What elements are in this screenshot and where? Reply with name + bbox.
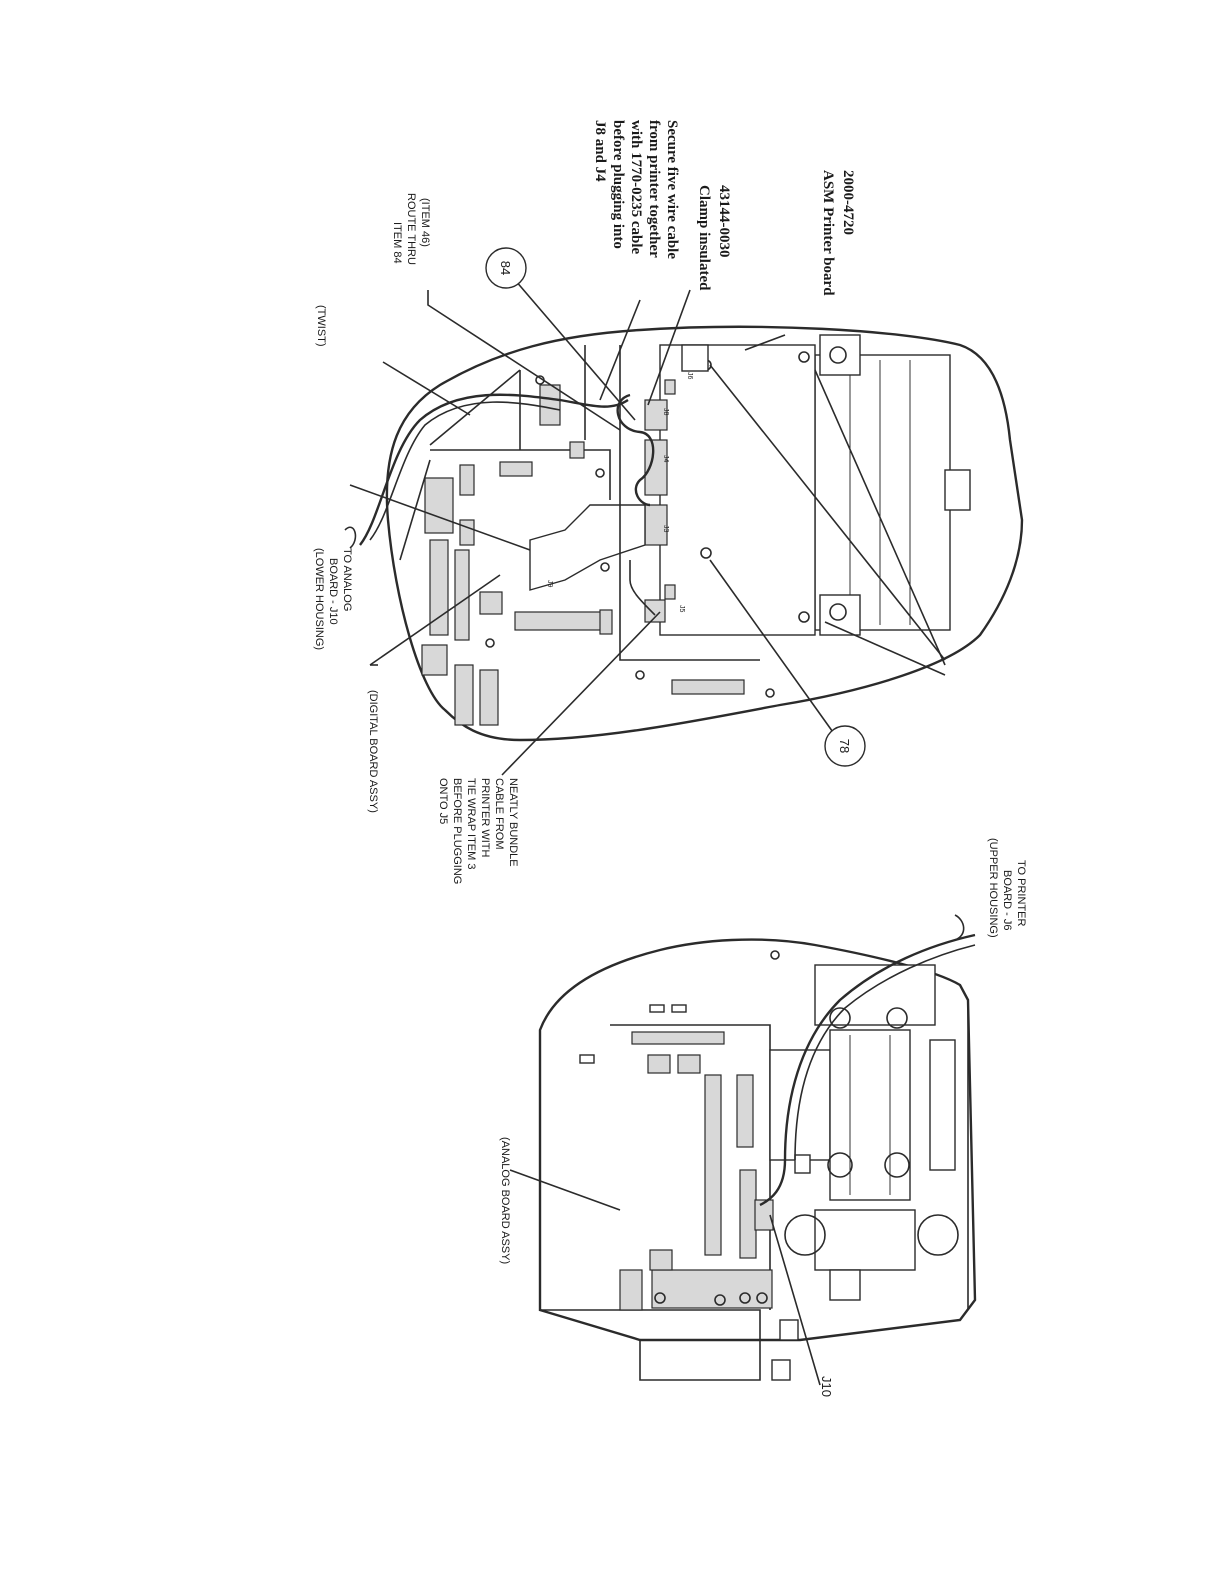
- j10-label: J10: [819, 1376, 834, 1397]
- leader-78-c: [824, 621, 946, 676]
- printer-board-name: ASM Printer board: [820, 170, 836, 296]
- j5-cable: [629, 560, 656, 616]
- ribbon-cable: [529, 504, 646, 591]
- twist-label: (TWIST): [315, 305, 327, 347]
- to-printer-3: (UPPER HOUSING): [987, 838, 999, 938]
- leader-78-b: [814, 369, 946, 666]
- bundle-note-4: TIE WRAP ITEM 3: [465, 778, 477, 869]
- digital-board: [399, 345, 775, 726]
- clamp-name: Clamp insulated: [696, 185, 712, 291]
- bundle-note-1: NEATLY BUNDLE: [507, 778, 519, 867]
- j4-label: J4: [662, 455, 669, 463]
- route-note-2: ROUTE THRU: [405, 193, 417, 265]
- j5-label: J5: [678, 605, 685, 613]
- printer-cable-lower: [759, 933, 976, 1207]
- secure-note-5: J8 and J4: [592, 120, 608, 182]
- bubble-78: [824, 725, 866, 767]
- secure-note-3: with 1770-0235 cable: [628, 120, 644, 255]
- j8-label: J8: [662, 408, 669, 416]
- upper-assembly-view: J6 J8 J4 J3 J5 J9: [344, 247, 1024, 776]
- to-analog-2: BOARD - J10: [327, 558, 339, 625]
- lower-labels: TO PRINTER BOARD - J6 (UPPER HOUSING) (A…: [499, 838, 1027, 1397]
- secure-note-1: Secure five wire cable: [664, 120, 680, 259]
- leader-78-a: [709, 364, 946, 661]
- to-analog-1: TO ANALOG: [341, 548, 353, 611]
- upper-housing-outline: [385, 325, 1024, 742]
- digital-board-label: (DIGITAL BOARD ASSY): [367, 690, 379, 813]
- lower-housing-outline: [538, 938, 977, 1342]
- to-printer-2: BOARD - J6: [1001, 870, 1013, 931]
- printer-mechanism: [814, 334, 971, 636]
- leader-secure: [599, 299, 641, 401]
- bundle-note-2: CABLE FROM: [493, 778, 505, 850]
- leader-bundle: [501, 611, 661, 776]
- bubble-84-text: 84: [498, 261, 513, 275]
- route-note-1: (ITEM 46): [419, 198, 431, 247]
- leader-twist: [382, 361, 471, 416]
- printer-board-part: 2000-4720: [840, 170, 856, 235]
- twist-cable: [359, 393, 629, 546]
- secure-note-2: from printer together: [646, 120, 662, 258]
- printer-cable-loop: [616, 393, 655, 507]
- route-note-3: ITEM 84: [391, 222, 403, 264]
- leader-clamp: [647, 289, 691, 406]
- j9-label: J9: [546, 580, 553, 588]
- leader-j10: [769, 1214, 821, 1386]
- bundle-note-5: BEFORE PLUGGING: [451, 778, 463, 884]
- bubble-78-text: 78: [837, 739, 852, 753]
- leader-84: [514, 279, 636, 421]
- clamp-part: 43144-0030: [716, 185, 732, 258]
- j3-label: J3: [662, 525, 669, 533]
- j6-label: J6: [686, 372, 693, 380]
- leader-78-d: [709, 559, 836, 736]
- upper-labels: 2000-4720 ASM Printer board 43144-0030 C…: [313, 120, 856, 884]
- to-analog-3: (LOWER HOUSING): [313, 548, 325, 650]
- to-printer-1: TO PRINTER: [1015, 860, 1027, 926]
- pump-assembly: [769, 964, 959, 1381]
- bundle-note-6: ONTO J5: [437, 778, 449, 824]
- leader-analog-board: [509, 1169, 621, 1211]
- leader-digital-a: [349, 484, 531, 551]
- printer-board: J6 J8 J4 J3 J5: [644, 344, 816, 636]
- bundle-note-3: PRINTER WITH: [479, 778, 491, 857]
- bubble-84: [485, 247, 527, 289]
- leader-route: [427, 290, 621, 431]
- analog-board-label: (ANALOG BOARD ASSY): [499, 1137, 511, 1264]
- leader-digital-b: [369, 574, 501, 666]
- leader-printer-board: [744, 334, 786, 351]
- secure-note-4: before plugging into: [610, 120, 626, 249]
- analog-board: [579, 950, 780, 1311]
- lower-assembly-view: [509, 914, 977, 1386]
